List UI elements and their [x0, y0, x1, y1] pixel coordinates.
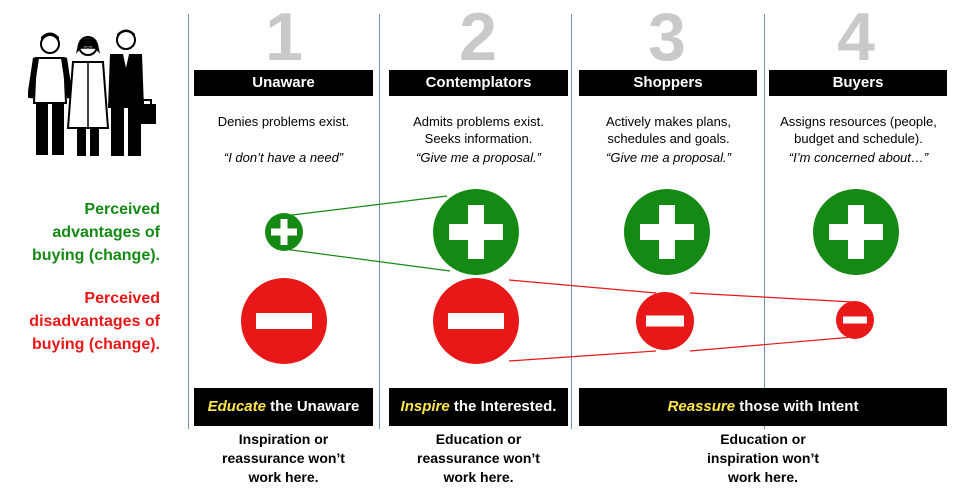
label-line: Perceived [84, 290, 160, 307]
stage-quote-4: “I’m concerned about…” [788, 150, 929, 165]
minus-circle-icon [241, 278, 327, 364]
column-divider-3 [571, 14, 572, 429]
note-line: reassurance won’t [417, 450, 540, 466]
bottom-note-2: Education or reassurance won’t work here… [389, 430, 568, 487]
strategy-emphasis: Inspire [400, 398, 450, 415]
label-line: buying (change). [32, 247, 160, 264]
strategy-educate: Educate the Unaware [194, 388, 373, 426]
column-divider-4 [764, 14, 765, 429]
plus-circle-icon [433, 189, 519, 275]
stage-label-shoppers: Shoppers [579, 70, 757, 96]
bottom-note-1: Inspiration or reassurance won’t work he… [194, 430, 373, 487]
disadvantage-connector-1-top [508, 279, 657, 294]
stage-label-unaware: Unaware [194, 70, 373, 96]
stage-quote-3: “Give me a proposal.” [606, 150, 731, 165]
description-line: Assigns resources (people, [780, 114, 937, 129]
note-line: work here. [443, 469, 514, 485]
label-line: advantages of [52, 224, 160, 241]
strategy-text: the Unaware [265, 398, 360, 415]
stage-description-3: Actively makes plans, schedules and goal… [574, 113, 763, 147]
note-line: Inspiration or [238, 431, 329, 447]
note-line: reassurance won’t [222, 450, 345, 466]
description-line: Seeks information. [424, 131, 533, 146]
disadvantage-connector-2-top [689, 292, 854, 303]
strategy-emphasis: Reassure [667, 398, 736, 415]
advantages-label: Perceived advantages of buying (change). [32, 198, 160, 267]
stage-number-4: 4 [837, 0, 875, 75]
strategy-text: those with Intent [735, 398, 859, 415]
advantage-connector-top [283, 195, 448, 217]
bottom-note-3: Education or inspiration won’t work here… [579, 430, 947, 487]
stage-quote-2: “Give me a proposal.” [416, 150, 541, 165]
strategy-inspire: Inspire the Interested. [389, 388, 568, 426]
plus-circle-icon [813, 189, 899, 275]
column-divider-2 [379, 14, 380, 429]
note-line: work here. [727, 469, 799, 485]
column-divider-1 [188, 14, 189, 429]
advantage-connector-bottom [283, 248, 451, 272]
description-line: schedules and goals. [607, 131, 730, 146]
label-line: Perceived [84, 201, 160, 218]
stage-description-1: Denies problems exist. [194, 113, 373, 130]
stage-label-buyers: Buyers [769, 70, 947, 96]
stage-number-1: 1 [265, 0, 303, 75]
disadvantage-connector-1-bottom [508, 350, 657, 362]
stage-quote-1: “I don’t have a need” [223, 150, 344, 165]
note-line: inspiration won’t [707, 450, 819, 466]
description-line: Denies problems exist. [217, 114, 350, 129]
business-people-icon [28, 29, 156, 156]
disadvantage-connector-2-bottom [689, 336, 854, 352]
plus-circle-icon [624, 189, 710, 275]
label-line: disadvantages of [29, 313, 160, 330]
stage-number-3: 3 [648, 0, 686, 75]
strategy-emphasis: Educate [207, 398, 266, 415]
stage-label-contemplators: Contemplators [389, 70, 568, 96]
plus-circle-icon [265, 213, 303, 251]
note-line: Education or [720, 431, 806, 447]
strategy-reassure: Reassure those with Intent [579, 388, 947, 426]
strategy-text: the Interested. [449, 398, 557, 415]
description-line: Actively makes plans, [606, 114, 731, 129]
minus-circle-icon [836, 301, 874, 339]
stage-description-2: Admits problems exist. Seeks information… [384, 113, 573, 147]
disadvantages-label: Perceived disadvantages of buying (chang… [29, 287, 160, 356]
note-line: work here. [248, 469, 319, 485]
note-line: Education or [435, 431, 522, 447]
minus-circle-icon [433, 278, 519, 364]
description-line: Admits problems exist. [413, 114, 544, 129]
label-line: buying (change). [32, 336, 160, 353]
stage-number-2: 2 [459, 0, 497, 75]
stage-description-4: Assigns resources (people, budget and sc… [764, 113, 953, 147]
description-line: budget and schedule). [794, 131, 923, 146]
minus-circle-icon [636, 292, 694, 350]
